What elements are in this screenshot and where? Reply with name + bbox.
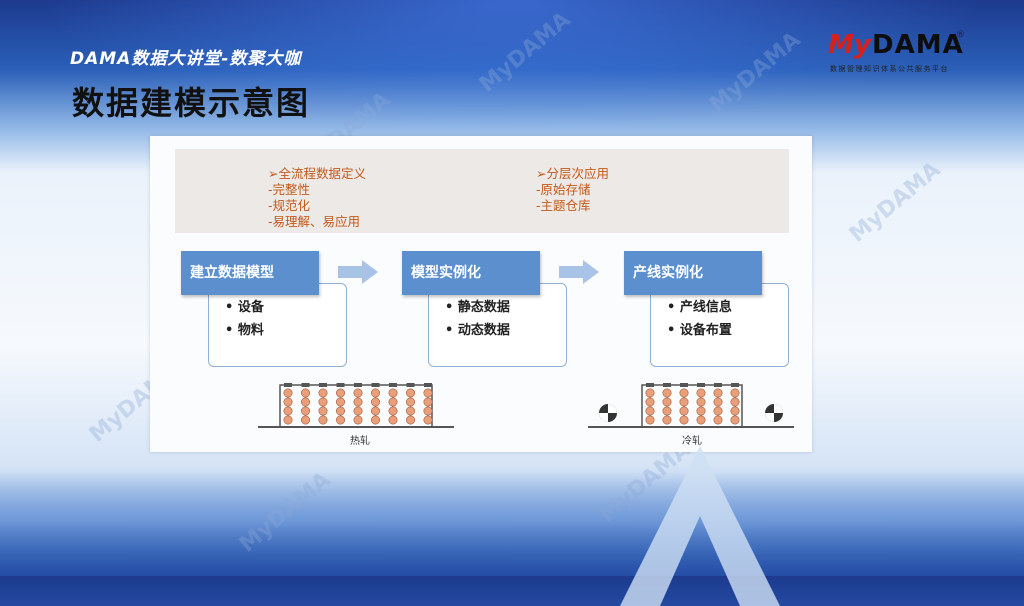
note-line: -完整性 bbox=[268, 182, 311, 197]
step-header-2: 模型实例化 bbox=[402, 251, 540, 295]
step-label: 模型实例化 bbox=[411, 265, 481, 281]
note-line: ➢全流程数据定义 bbox=[268, 166, 366, 181]
logo-registered: ® bbox=[956, 30, 965, 40]
series-subtitle: DAMA数据大讲堂-数聚大咖 bbox=[70, 49, 302, 69]
hot-rolling-mill-icon bbox=[258, 383, 454, 428]
note-line: -主题仓库 bbox=[536, 198, 591, 213]
cold-rolling-mill-icon bbox=[588, 383, 794, 428]
hot-rolling-caption: 热轧 bbox=[350, 436, 370, 447]
bottom-band bbox=[0, 466, 1024, 576]
top-glow bbox=[0, 0, 1024, 140]
page-title: 数据建模示意图 bbox=[72, 84, 311, 122]
step-box-2: • 静态数据 • 动态数据 bbox=[428, 283, 567, 367]
bullet-item: • 动态数据 bbox=[445, 323, 510, 338]
note-line: ➢分层次应用 bbox=[536, 166, 609, 181]
cold-rolling-caption: 冷轧 bbox=[682, 436, 702, 447]
diagram-panel: ➢全流程数据定义 -完整性 -规范化 -易理解、易应用 ➢分层次应用 -原始存储… bbox=[150, 136, 812, 606]
step-label: 产线实例化 bbox=[633, 265, 703, 281]
note-line: -规范化 bbox=[268, 198, 311, 213]
bullet-item: • 设备 bbox=[225, 300, 264, 315]
watermark: MyDAMA bbox=[844, 157, 946, 248]
step-label: 建立数据模型 bbox=[190, 265, 274, 281]
notes-banner bbox=[175, 149, 789, 233]
note-line: -易理解、易应用 bbox=[268, 214, 361, 229]
notes-right: ➢分层次应用 -原始存储 -主题仓库 bbox=[536, 166, 609, 214]
logo-my: My bbox=[828, 30, 871, 60]
background-logo-shape bbox=[620, 446, 780, 606]
bullet-item: • 设备布置 bbox=[667, 323, 732, 338]
bullet-item: • 物料 bbox=[225, 323, 264, 338]
logo-dama: DAMA bbox=[872, 30, 964, 60]
note-line: -原始存储 bbox=[536, 182, 591, 197]
notes-left: ➢全流程数据定义 -完整性 -规范化 -易理解、易应用 bbox=[268, 166, 366, 230]
mydama-logo: My DAMA ® 数据管理知识体系公共服务平台 bbox=[828, 30, 998, 78]
step-box-3: • 产线信息 • 设备布置 bbox=[650, 283, 789, 367]
step-header-1: 建立数据模型 bbox=[181, 251, 319, 295]
logo-tagline: 数据管理知识体系公共服务平台 bbox=[830, 65, 949, 73]
step-header-3: 产线实例化 bbox=[624, 251, 762, 295]
bullet-item: • 产线信息 bbox=[667, 300, 732, 315]
bullet-item: • 静态数据 bbox=[445, 300, 510, 315]
step-box-1: • 设备 • 物料 bbox=[208, 283, 347, 367]
